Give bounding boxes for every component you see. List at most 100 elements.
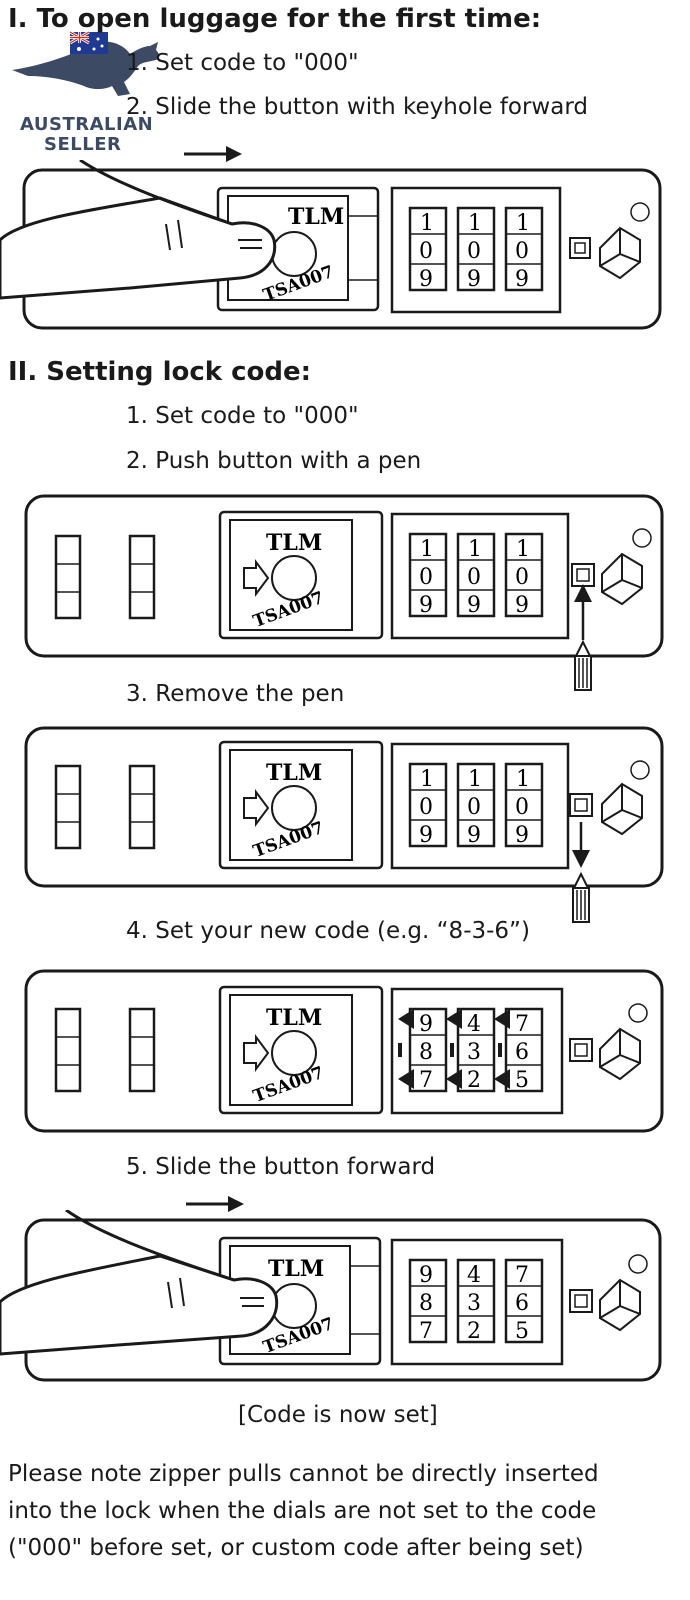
dial-group-custom: 9 8 7 4 3 2 7 6 5	[408, 1007, 544, 1093]
badge-line-2: SELLER	[44, 134, 122, 155]
note-line-3: ("000" before set, or custom code after …	[8, 1535, 584, 1561]
kangaroo-icon	[12, 30, 159, 96]
lock-diagram-5: TLM TSA007 9 8 7 4 3 2 7 6 5	[0, 1210, 662, 1382]
section-2-step-5: 5. Slide the button forward	[126, 1154, 436, 1180]
dial-2-bot: 9	[467, 593, 481, 618]
section-1-step-1: 1. Set code to "000"	[126, 50, 359, 76]
dial-1-top: 1	[420, 211, 434, 236]
tsa-logo-icon	[599, 1278, 641, 1332]
note-line-1: Please note zipper pulls cannot be direc…	[8, 1461, 599, 1487]
dial-1-bot: 9	[419, 823, 433, 848]
dial-2-mid: 3	[467, 1040, 481, 1065]
lock-3-brand: TLM	[266, 760, 322, 786]
dial-3-top: 7	[515, 1012, 529, 1037]
dial-1: 1 0 9	[408, 206, 448, 292]
dial-1-mid: 0	[419, 795, 433, 820]
dial-3-mid: 6	[515, 1291, 529, 1316]
dial-1-mid: 0	[419, 565, 433, 590]
tsa-logo-icon	[601, 782, 643, 836]
registered-icon	[628, 1003, 648, 1023]
dial-1-bot: 9	[419, 593, 433, 618]
australian-seller-badge: AUSTRALIAN SELLER	[8, 28, 178, 158]
dial-2-mid: 0	[467, 795, 481, 820]
registered-icon	[632, 528, 652, 548]
arrow-icon	[243, 1034, 270, 1072]
dial-3-bot: 9	[515, 823, 529, 848]
registered-icon	[630, 760, 650, 780]
arrow-icon	[243, 789, 270, 827]
dial-3-top: 1	[516, 211, 530, 236]
dial-2-mid: 0	[467, 239, 481, 264]
pen-icon	[574, 584, 592, 691]
dial-1-top: 9	[419, 1012, 433, 1037]
dial-group-2: 1 0 9 1 0 9 1 0 9	[408, 532, 544, 618]
lock-diagram-2: TLM TSA007 1 0 9 1 0 9 1 0 9	[24, 494, 664, 691]
dial-1-bot: 9	[419, 267, 433, 292]
pen-icon	[572, 822, 590, 923]
lock-5-brand: TLM	[268, 1256, 324, 1282]
dial-3-mid: 0	[515, 239, 529, 264]
tsa-logo-icon	[599, 1027, 641, 1081]
dial-2-top: 1	[468, 537, 482, 562]
dial-1-top: 9	[419, 1263, 433, 1288]
dial-3-bot: 9	[515, 267, 529, 292]
australian-flag-icon	[69, 30, 108, 54]
dial-group-1: 1 0 9 1 0 9 1 0 9	[408, 206, 544, 292]
dial-1-top: 1	[420, 767, 434, 792]
dial-group-5: 9 8 7 4 3 2 7 6 5	[408, 1258, 544, 1344]
arrow-icon	[243, 559, 270, 597]
note-line-2: into the lock when the dials are not set…	[8, 1498, 597, 1524]
dial-group-3: 1 0 9 1 0 9 1 0 9	[408, 762, 544, 848]
dial-3-mid: 6	[515, 1040, 529, 1065]
section-1-step-2: 2. Slide the button with keyhole forward	[126, 94, 588, 120]
section-1-heading: I. To open luggage for the first time:	[8, 4, 542, 34]
section-2-step-4: 4. Set your new code (e.g. “8-3-6”)	[126, 918, 530, 944]
dial-3-top: 1	[516, 537, 530, 562]
dial-1-top: 1	[420, 537, 434, 562]
tsa-logo-icon	[599, 226, 641, 280]
dial-3-bot: 5	[515, 1068, 529, 1093]
lock-diagram-4: TLM TSA007 9 8 7 4 3 2 7 6 5	[24, 969, 664, 1133]
dial-1-mid: 8	[419, 1040, 433, 1065]
dial-3-top: 7	[515, 1263, 529, 1288]
lock-4-brand: TLM	[266, 1005, 322, 1031]
lock-diagram-3: TLM TSA007 1 0 9 1 0 9 1 0 9	[24, 726, 664, 923]
dial-3: 1 0 9	[504, 206, 544, 292]
registered-icon	[630, 202, 650, 222]
dial-1-mid: 0	[419, 239, 433, 264]
finger-icon	[0, 196, 277, 300]
dial-2-top: 4	[467, 1263, 481, 1288]
lock-diagram-1: TLM TSA007 1 0 9 1 0 9 1 0 9	[0, 160, 662, 330]
dial-3-top: 1	[516, 767, 530, 792]
arrow-icon	[186, 1196, 244, 1212]
dial-3-bot: 5	[515, 1319, 529, 1344]
dial-2: 1 0 9	[456, 206, 496, 292]
dial-2-top: 1	[468, 767, 482, 792]
lock-2-brand: TLM	[266, 530, 322, 556]
badge-line-1: AUSTRALIAN	[20, 114, 154, 135]
arrow-icon	[184, 146, 242, 162]
section-2-step-2: 2. Push button with a pen	[126, 448, 422, 474]
dial-3-mid: 0	[515, 565, 529, 590]
dial-1-bot: 7	[419, 1068, 433, 1093]
finger-icon	[0, 1254, 279, 1356]
dial-2-bot: 9	[467, 823, 481, 848]
dial-2-bot: 9	[467, 267, 481, 292]
dial-1-bot: 7	[419, 1319, 433, 1344]
dial-2-bot: 2	[467, 1319, 481, 1344]
tsa-logo-icon	[601, 552, 643, 606]
dial-2-mid: 3	[467, 1291, 481, 1316]
dial-2-top: 1	[468, 211, 482, 236]
dial-1-mid: 8	[419, 1291, 433, 1316]
dial-3-bot: 9	[515, 593, 529, 618]
registered-icon	[628, 1254, 648, 1274]
section-2-step-3: 3. Remove the pen	[126, 681, 345, 707]
section-2-step-1: 1. Set code to "000"	[126, 403, 359, 429]
code-set-status: [Code is now set]	[238, 1402, 438, 1428]
dial-2-top: 4	[467, 1012, 481, 1037]
rotate-arrows-icon	[398, 1009, 510, 1089]
dial-2-mid: 0	[467, 565, 481, 590]
dial-3-mid: 0	[515, 795, 529, 820]
dial-2-bot: 2	[467, 1068, 481, 1093]
section-2-heading: II. Setting lock code:	[8, 357, 312, 387]
